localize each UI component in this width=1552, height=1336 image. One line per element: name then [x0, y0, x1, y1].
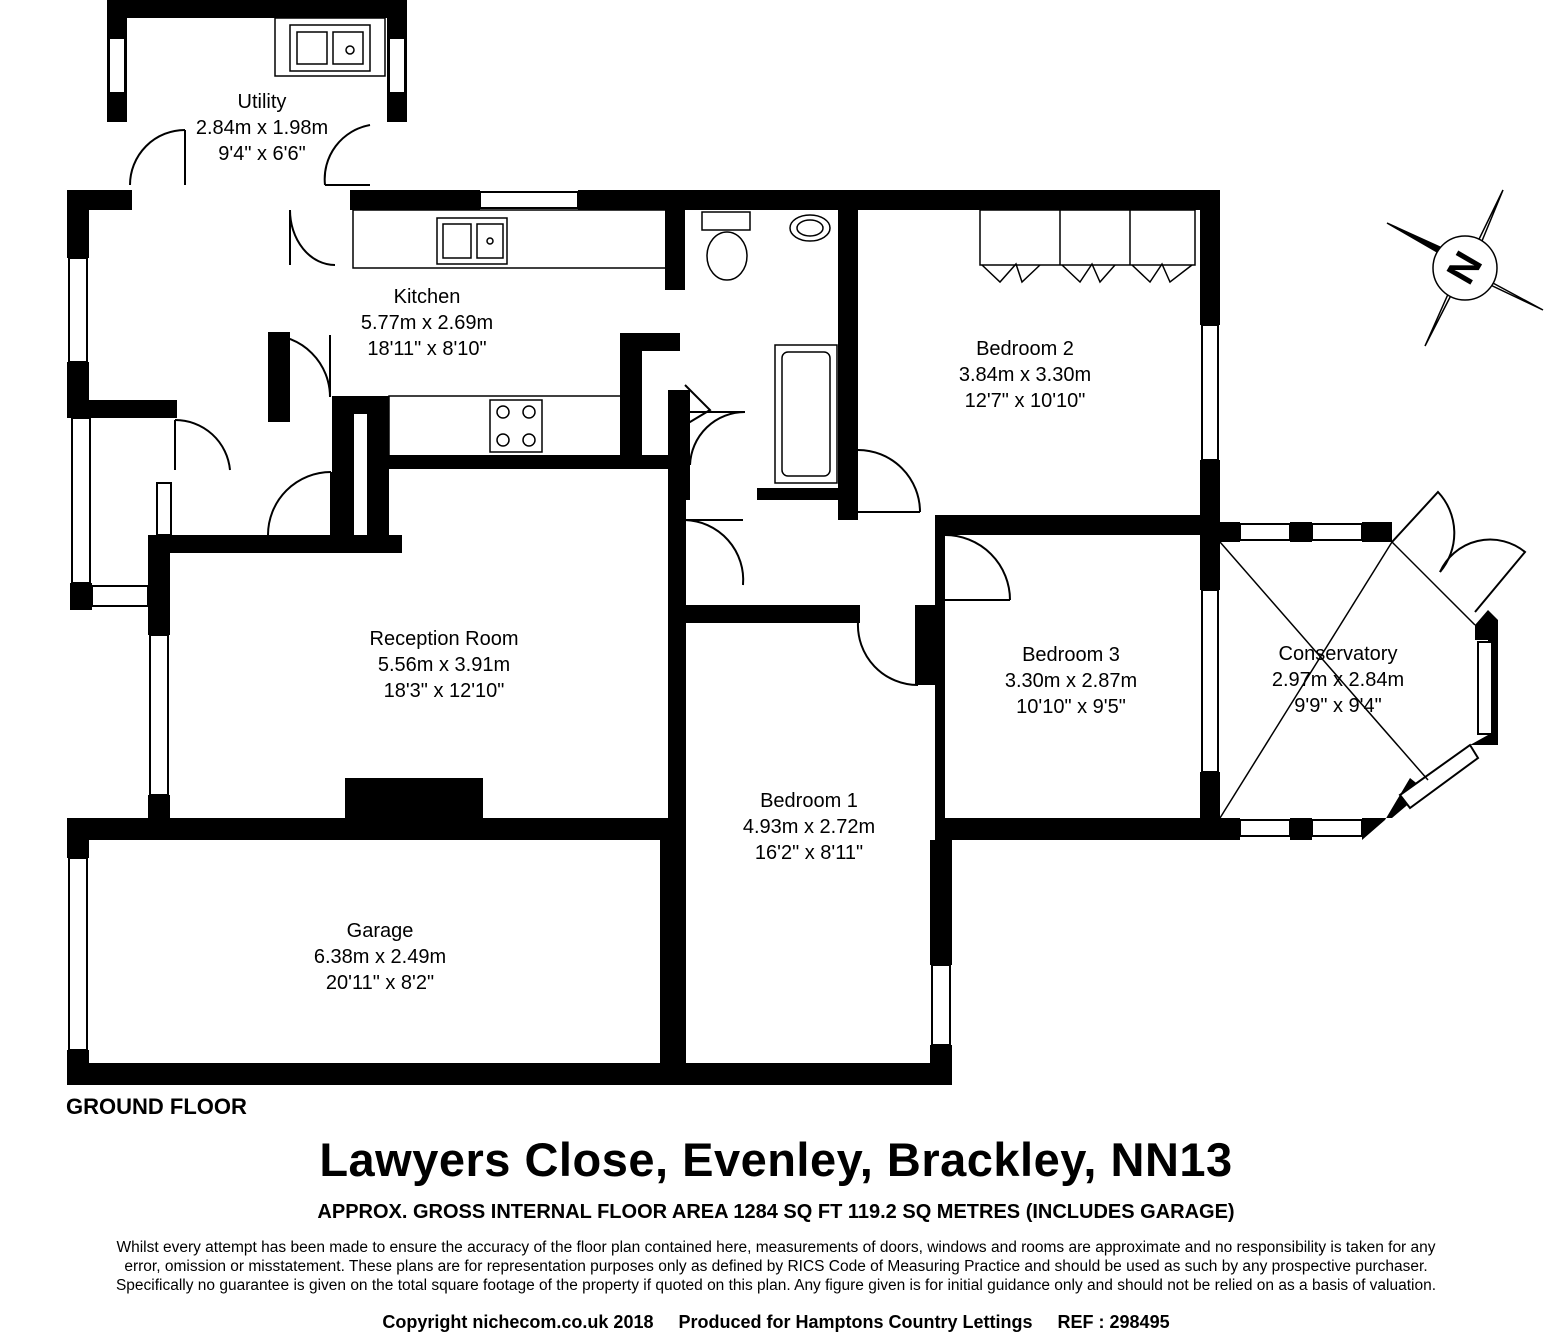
- wc-bowl: [706, 231, 748, 281]
- bedroom2-imperial: 12'7" x 10'10": [965, 390, 1086, 412]
- footer-copyright: Copyright nichecom.co.uk 2018: [382, 1312, 654, 1332]
- garage-metric: 6.38m x 2.49m: [314, 946, 446, 968]
- garage-name: Garage: [347, 920, 414, 942]
- garage-imperial: 20'11" x 8'2": [326, 972, 434, 994]
- bedroom3-imperial: 10'10" x 9'5": [1016, 696, 1126, 718]
- kitchen-metric: 5.77m x 2.69m: [361, 312, 493, 334]
- footer-ref: REF : 298495: [1057, 1312, 1170, 1332]
- bedroom1-metric: 4.93m x 2.72m: [743, 816, 875, 838]
- room-labels: Utility 2.84m x 1.98m 9'4" x 6'6" Kitche…: [196, 91, 1404, 994]
- bedroom3-metric: 3.30m x 2.87m: [1005, 670, 1137, 692]
- kitchen-hob-unit: [388, 395, 622, 457]
- bath: [774, 344, 838, 484]
- conservatory-name: Conservatory: [1279, 643, 1398, 665]
- utility-metric: 2.84m x 1.98m: [196, 117, 328, 139]
- bedroom1-name: Bedroom 1: [760, 790, 858, 812]
- bedroom3-name: Bedroom 3: [1022, 644, 1120, 666]
- reception-name: Reception Room: [370, 628, 519, 650]
- footer-produced-for: Produced for Hamptons Country Lettings: [678, 1312, 1033, 1332]
- walls: [67, 0, 1498, 1085]
- utility-name: Utility: [238, 91, 287, 113]
- kitchen-worktop: [352, 209, 669, 269]
- bedroom1-imperial: 16'2" x 8'11": [755, 842, 863, 864]
- conservatory-roof: [1219, 541, 1429, 781]
- bathroom-basin: [789, 214, 831, 242]
- reception-imperial: 18'3" x 12'10": [384, 680, 505, 702]
- property-address: Lawyers Close, Evenley, Brackley, NN13: [319, 1133, 1233, 1186]
- bedroom2-name: Bedroom 2: [976, 338, 1074, 360]
- gross-area: APPROX. GROSS INTERNAL FLOOR AREA 1284 S…: [317, 1201, 1235, 1223]
- floor-label: GROUND FLOOR: [66, 1094, 247, 1119]
- kitchen-name: Kitchen: [394, 286, 461, 308]
- wardrobes: [979, 209, 1196, 266]
- windows: [68, 37, 1493, 1051]
- disclaimer-line-1: Whilst every attempt has been made to en…: [116, 1239, 1436, 1256]
- bedroom2-metric: 3.84m x 3.30m: [959, 364, 1091, 386]
- compass-rose-icon: N: [1386, 189, 1544, 347]
- kitchen-imperial: 18'11" x 8'10": [367, 338, 486, 360]
- floor-plan: N Utility 2.84m x 1.98m 9'4" x 6'6" Kitc…: [67, 0, 1544, 1085]
- disclaimer: Whilst every attempt has been made to en…: [0, 1238, 1552, 1295]
- utility-sink: [274, 17, 386, 77]
- disclaimer-line-2: error, omission or misstatement. These p…: [124, 1258, 1428, 1275]
- conservatory-metric: 2.97m x 2.84m: [1272, 669, 1404, 691]
- fixtures: [274, 17, 1476, 819]
- utility-imperial: 9'4" x 6'6": [218, 143, 305, 165]
- wc-cistern: [701, 211, 751, 231]
- reception-metric: 5.56m x 3.91m: [378, 654, 510, 676]
- disclaimer-line-3: Specifically no guarantee is given on th…: [115, 1277, 1437, 1294]
- doors: [129, 124, 1527, 687]
- conservatory-imperial: 9'9" x 9'4": [1294, 695, 1381, 717]
- footer: Copyright nichecom.co.uk 2018 Produced f…: [0, 1312, 1552, 1333]
